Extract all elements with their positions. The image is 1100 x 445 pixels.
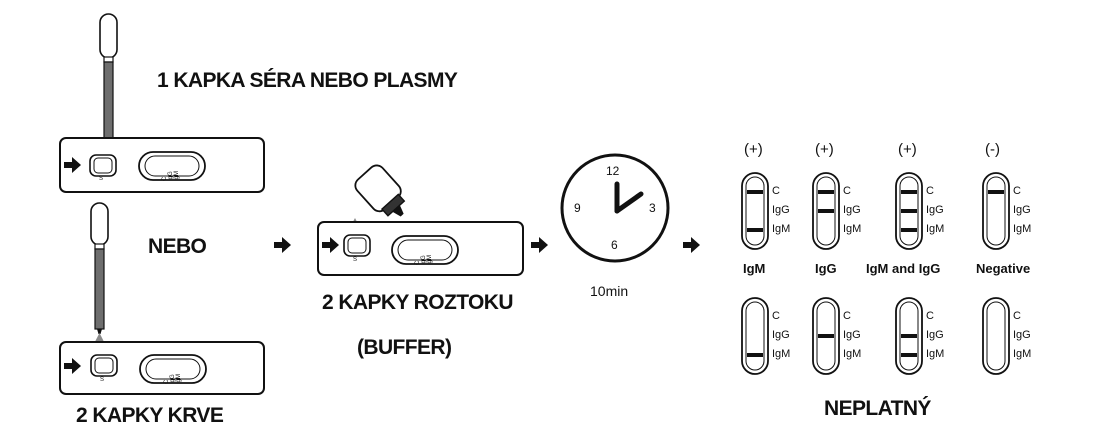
dropper-serum — [99, 13, 118, 150]
buffer-bottle — [354, 164, 406, 217]
strip-mark-igm: IgM — [843, 348, 862, 360]
clock-number-6: 6 — [611, 238, 618, 252]
strip-mark-igm: IgM — [926, 348, 945, 360]
strip-mark-igg: IgG — [926, 329, 944, 341]
cassette-serum — [59, 137, 265, 193]
sample-well-mark: S — [99, 176, 104, 182]
result-strip-window — [986, 301, 1006, 371]
cassette-blood — [59, 341, 265, 395]
blood-drops-label: 2 KAPKY KRVE — [76, 404, 224, 427]
result-line-igg — [818, 209, 834, 213]
strip-mark-igm: IgM — [1013, 223, 1032, 235]
result-sign: (-) — [985, 141, 1000, 158]
strip-mark-igg: IgG — [1013, 329, 1031, 341]
strip-mark-igg: IgG — [926, 204, 944, 216]
arrow-icon — [274, 237, 291, 253]
result-line-c — [988, 190, 1004, 194]
result-line-igg — [818, 334, 834, 338]
buffer-drops-label: 2 KAPKY ROZTOKU — [322, 291, 514, 314]
result-name: Negative — [976, 261, 1031, 276]
igm-mark: IgM — [174, 170, 180, 181]
result-sign: (+) — [744, 141, 763, 158]
result-name: IgM — [743, 261, 766, 276]
result-line-igg — [901, 209, 917, 213]
result-strip-window — [986, 176, 1006, 246]
strip-mark-igg: IgG — [772, 329, 790, 341]
strip-mark-c: C — [843, 310, 851, 322]
clock-number-9: 9 — [574, 201, 581, 215]
result-line-c — [818, 190, 834, 194]
arrow-icon — [531, 237, 548, 253]
strip-mark-igm: IgM — [1013, 348, 1032, 360]
result-line-c — [901, 190, 917, 194]
result-line-igm — [747, 228, 763, 232]
strip-mark-igg: IgG — [772, 204, 790, 216]
clock-number-12: 12 — [606, 164, 620, 178]
strip-mark-c: C — [772, 185, 780, 197]
strip-mark-c: C — [772, 310, 780, 322]
result-strip-window — [745, 301, 765, 371]
result-line-c — [747, 190, 763, 194]
igm-mark: IgM — [427, 254, 433, 265]
result-line-igg — [901, 334, 917, 338]
sample-well-mark: S — [100, 377, 105, 383]
clock-number-3: 3 — [649, 201, 656, 215]
dropper-blood — [90, 202, 109, 334]
result-line-igm — [747, 353, 763, 357]
strip-mark-c: C — [843, 185, 851, 197]
result-line-igm — [901, 353, 917, 357]
result-sign: (+) — [898, 141, 917, 158]
strip-mark-igm: IgM — [926, 223, 945, 235]
arrow-icon — [683, 237, 700, 253]
result-strip-window — [745, 176, 765, 246]
result-name: IgM and IgG — [866, 261, 941, 276]
invalid-label: NEPLATNÝ — [824, 397, 931, 420]
strip-mark-igm: IgM — [772, 348, 791, 360]
result-name: IgG — [815, 261, 837, 276]
strip-mark-igm: IgM — [772, 223, 791, 235]
result-strips — [741, 172, 1010, 375]
timer-label: 10min — [590, 283, 629, 299]
strip-mark-c: C — [926, 185, 934, 197]
serum-drop-label: 1 KAPKA SÉRA NEBO PLASMY — [157, 69, 458, 92]
sample-well-mark: S — [353, 257, 358, 263]
strip-mark-igg: IgG — [843, 329, 861, 341]
strip-mark-c: C — [926, 310, 934, 322]
cassette-buffer — [317, 221, 524, 276]
clock-icon — [560, 153, 670, 263]
strip-mark-c: C — [1013, 185, 1021, 197]
result-sign: (+) — [815, 141, 834, 158]
igm-mark: IgM — [176, 373, 182, 384]
result-line-igm — [901, 228, 917, 232]
buffer-label: (BUFFER) — [357, 336, 452, 359]
strip-mark-igg: IgG — [843, 204, 861, 216]
strip-mark-c: C — [1013, 310, 1021, 322]
or-label: NEBO — [148, 235, 207, 258]
strip-mark-igg: IgG — [1013, 204, 1031, 216]
strip-mark-igm: IgM — [843, 223, 862, 235]
